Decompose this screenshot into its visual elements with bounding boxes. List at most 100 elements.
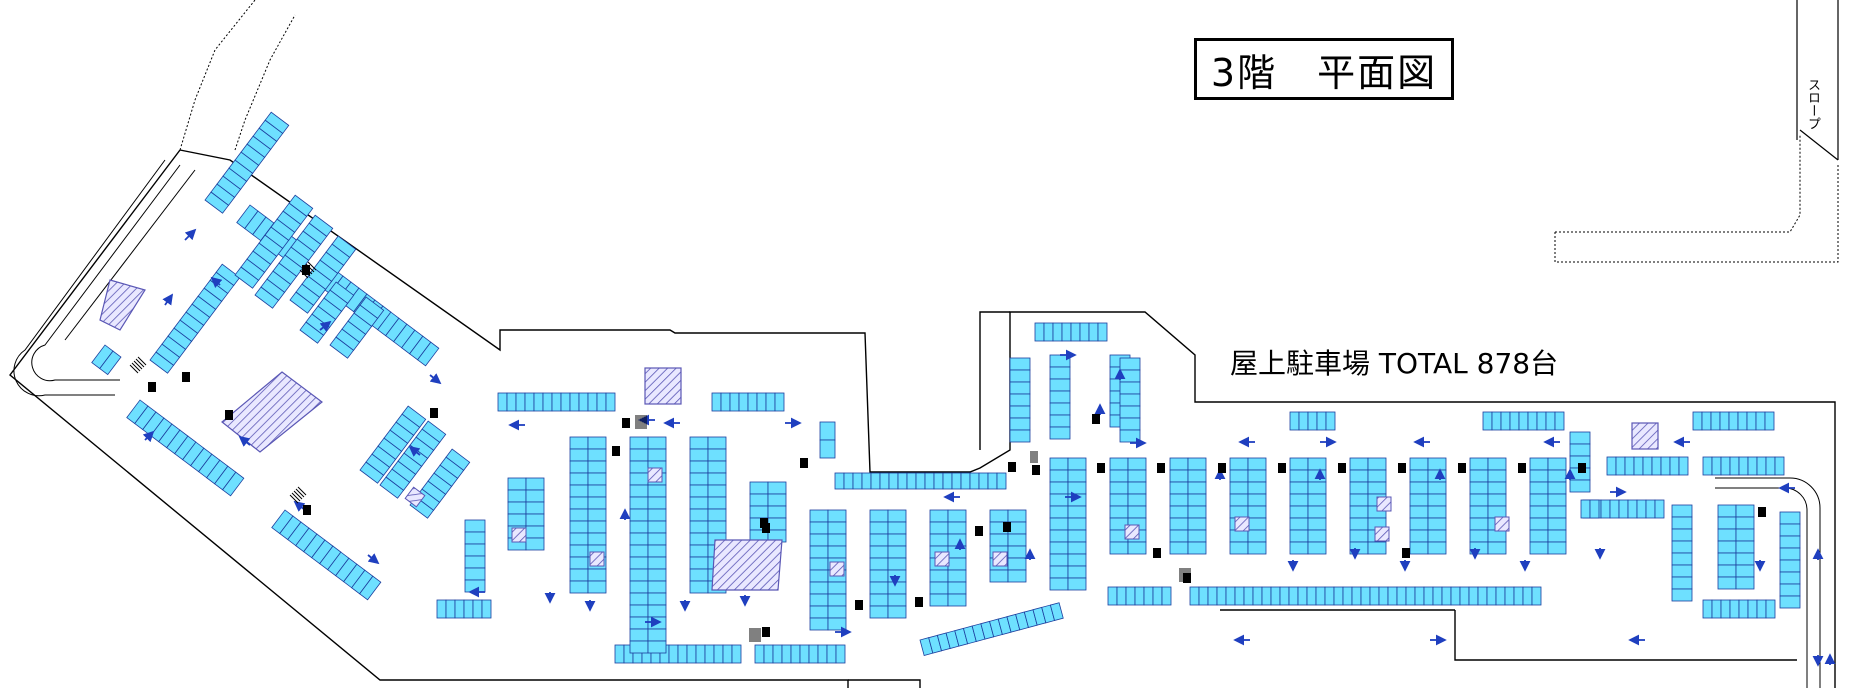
parking-stall <box>1660 456 1671 476</box>
parking-stall <box>1459 586 1470 606</box>
column-hatch <box>1374 526 1390 542</box>
parking-stall <box>647 628 667 642</box>
parking-stall <box>1049 493 1069 507</box>
parking-stall <box>1487 481 1507 495</box>
parking-stall <box>707 496 727 510</box>
parking-stall <box>869 533 889 547</box>
parking-stall <box>1367 481 1387 495</box>
parking-stall <box>1717 576 1737 590</box>
crosswalk-stripe <box>135 358 145 368</box>
arrow-icon <box>162 293 174 306</box>
stall-column <box>1487 457 1507 555</box>
parking-stall <box>888 472 899 490</box>
parking-stall <box>587 508 607 522</box>
parking-stall <box>1109 469 1129 483</box>
parking-stall <box>569 532 589 546</box>
parking-stall <box>436 599 447 619</box>
stall-column <box>1247 457 1267 555</box>
parking-stall <box>1469 469 1489 483</box>
parking-stall <box>1152 586 1163 606</box>
crosswalk-stripe <box>133 360 143 370</box>
column-hatch <box>1124 524 1140 540</box>
parking-stall <box>767 493 787 507</box>
parking-stall <box>827 545 847 559</box>
parking-stall <box>1289 505 1309 519</box>
parking-stall <box>1127 505 1147 519</box>
parking-stall <box>1007 533 1027 547</box>
floor-title: 3階 平面図 <box>1194 38 1454 100</box>
stall-row <box>1289 411 1336 431</box>
parking-stall <box>1735 552 1755 566</box>
parking-stall <box>1247 457 1267 471</box>
parking-stall <box>1187 505 1207 519</box>
parking-stall <box>1547 493 1567 507</box>
column-hatch <box>511 527 527 543</box>
parking-stall <box>1067 565 1087 579</box>
stall-column <box>989 509 1009 583</box>
parking-stall <box>569 568 589 582</box>
parking-stall <box>767 505 787 519</box>
parking-stall <box>1529 517 1549 531</box>
parking-stall <box>1119 429 1141 443</box>
parking-stall <box>1061 322 1072 342</box>
direction-arrows <box>142 228 1836 667</box>
parking-stall <box>569 436 589 450</box>
bay-number-tag <box>800 458 808 468</box>
stall-row <box>614 644 742 664</box>
parking-stall <box>1067 553 1087 567</box>
column-hatch <box>934 551 950 567</box>
parking-stall <box>754 644 765 664</box>
parking-stall <box>1360 586 1371 606</box>
parking-stall <box>1052 322 1063 342</box>
parking-stall <box>1450 586 1461 606</box>
parking-stall <box>1109 541 1129 555</box>
parking-stall <box>799 644 810 664</box>
parking-stall <box>629 532 649 546</box>
parking-stall <box>1297 586 1308 606</box>
parking-stall <box>1229 529 1249 543</box>
column-hatch <box>992 551 1008 567</box>
parking-stall <box>781 644 792 664</box>
parking-stall <box>1589 499 1600 519</box>
parking-stall <box>1427 481 1447 495</box>
parking-stall <box>629 508 649 522</box>
parking-stall <box>722 644 733 664</box>
parking-stall <box>869 509 889 523</box>
parking-stall <box>1315 586 1326 606</box>
parking-stall <box>809 617 829 631</box>
parking-stall <box>647 580 667 594</box>
stall-column <box>1529 457 1549 555</box>
parking-stall <box>1043 322 1054 342</box>
parking-stall <box>1755 411 1766 431</box>
parking-stall <box>1671 540 1693 554</box>
parking-stall <box>1119 405 1141 419</box>
parking-stall <box>569 392 580 412</box>
parking-stall <box>1671 516 1693 530</box>
parking-stall <box>569 496 589 510</box>
column-hatch <box>1234 516 1250 532</box>
parking-stall <box>515 392 526 412</box>
stall-column <box>887 509 907 619</box>
parking-stall <box>1049 481 1069 495</box>
parking-stall <box>887 545 907 559</box>
parking-stall <box>1289 457 1309 471</box>
parking-stall <box>869 545 889 559</box>
parking-stall <box>1088 322 1099 342</box>
stall-column <box>1289 457 1309 555</box>
parking-stall <box>689 484 709 498</box>
parking-stall <box>99 350 122 376</box>
parking-stall <box>1127 541 1147 555</box>
stall-column <box>1009 357 1031 443</box>
slope-label: スロープ <box>1805 78 1820 130</box>
parking-stall <box>569 508 589 522</box>
parking-stall <box>1774 456 1785 476</box>
parking-stall <box>1779 595 1801 609</box>
parking-stall <box>1441 586 1452 606</box>
parking-stall <box>1049 565 1069 579</box>
parking-stall <box>1289 529 1309 543</box>
parking-stall <box>774 392 785 412</box>
parking-stall <box>629 556 649 570</box>
parking-stall <box>1207 586 1218 606</box>
parking-stall <box>525 477 545 491</box>
bay-number-tag <box>762 627 770 637</box>
